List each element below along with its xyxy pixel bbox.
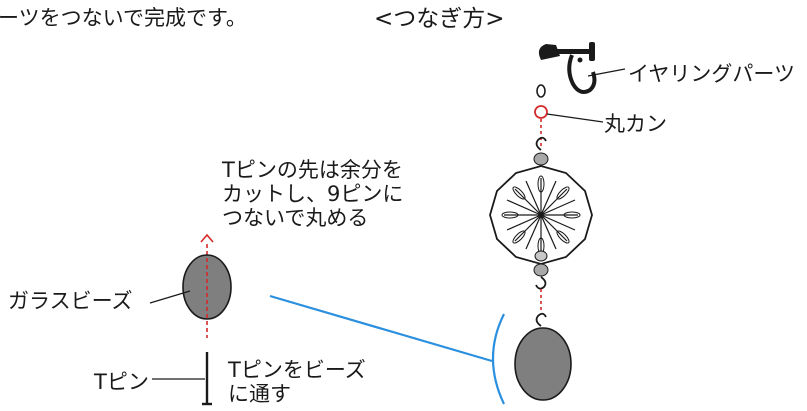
instruction-text: ーツをつないで完成です。 (0, 6, 247, 30)
earring-parts-leader (587, 68, 626, 77)
jump-ring-label: 丸カン (604, 112, 667, 136)
glass-beads-label: ガラスビーズ (8, 289, 133, 313)
callout-bracket (491, 313, 505, 405)
section-title: <つなぎ方> (374, 6, 505, 32)
trim-note-line-2: カットし、9ピンに (222, 182, 404, 207)
decorative-disc (489, 165, 593, 265)
trim-note-line-1: Tピンの先は余分を (222, 158, 403, 182)
earring-parts-label: イヤリングパーツ (628, 62, 795, 86)
small-bead-bottom-2 (533, 263, 549, 277)
small-bead-bottom-1 (534, 250, 548, 262)
jump-ring-leader (546, 113, 604, 123)
thread-note-line-2: に通す (228, 382, 291, 407)
t-pin-bead-assembly (149, 233, 232, 406)
guide-arrowhead (200, 233, 214, 243)
small-bead-top-1 (533, 152, 549, 166)
dangling-glass-bead (514, 327, 572, 401)
clip-loop (536, 84, 546, 98)
earring-assembly (489, 42, 626, 401)
earring-clip (538, 42, 597, 94)
glass-beads-leader (149, 290, 191, 304)
t-pin-label: Tピン (94, 370, 149, 394)
bottom-pin-loop (535, 276, 547, 290)
trim-note: Tピンの先は余分を カットし、9ピンに つないで丸める (222, 158, 403, 230)
top-pin-loop (535, 136, 547, 151)
callout-connector (269, 294, 493, 363)
thread-note-line-1: Tピンをビーズ (228, 358, 366, 382)
jump-ring (534, 105, 548, 119)
bead-top-loop (535, 312, 547, 327)
thread-note: Tピンをビーズ に通す (228, 358, 366, 406)
trim-note-line-3: つないで丸める (222, 206, 369, 231)
